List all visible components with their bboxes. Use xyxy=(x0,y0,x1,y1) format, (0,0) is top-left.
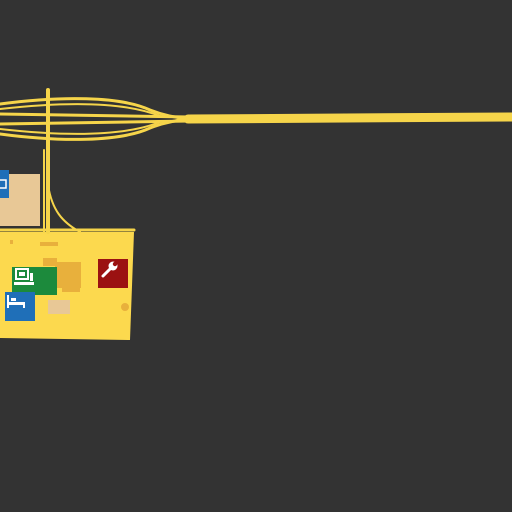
hotel-icon[interactable] xyxy=(5,292,35,321)
buildings xyxy=(10,240,129,311)
bed-icon xyxy=(7,295,25,308)
wrench-icon xyxy=(101,261,118,278)
partial-edge-icon[interactable] xyxy=(0,170,9,198)
landuse-patch xyxy=(48,300,70,314)
computer-icon xyxy=(14,268,34,285)
edge-glyph-icon xyxy=(0,179,7,189)
highway xyxy=(0,97,512,141)
info-kiosk-icon[interactable] xyxy=(12,267,57,295)
access-road xyxy=(0,88,136,234)
repair-service-icon[interactable] xyxy=(98,259,128,288)
